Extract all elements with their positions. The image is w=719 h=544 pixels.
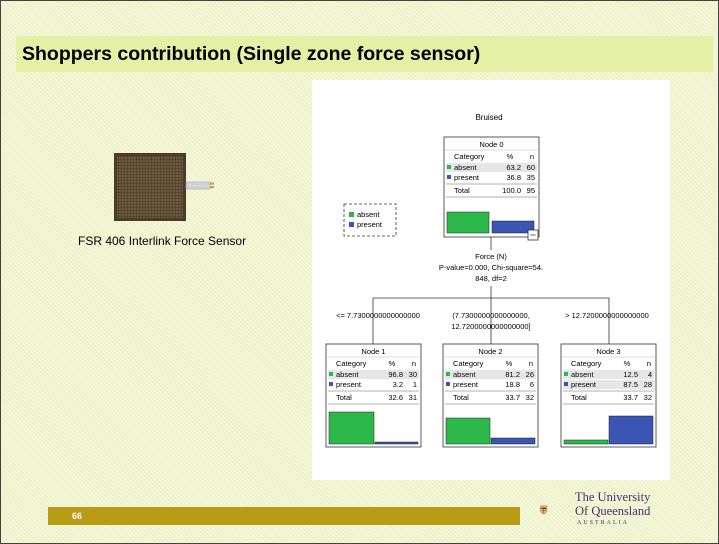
split-stats-line2: 848, df=2: [475, 274, 507, 283]
split-variable: Force (N): [475, 252, 507, 261]
row-total-n: 31: [409, 393, 417, 402]
header-category: Category: [453, 359, 484, 368]
uq-line1: The University: [575, 490, 651, 504]
row-present-pct: 36.8: [506, 173, 521, 182]
branch-label-2-line2: 12.7200000000000000]: [451, 322, 530, 331]
header-n: n: [529, 359, 533, 368]
row-present-n: 28: [644, 380, 652, 389]
bar-present: [491, 220, 535, 234]
node-id: Node 3: [596, 347, 620, 356]
bar-absent: [446, 211, 490, 234]
row-total-pct: 33.7: [505, 393, 520, 402]
row-total-label: Total: [336, 393, 352, 402]
row-absent-n: 60: [527, 163, 535, 172]
legend-present-swatch: [349, 222, 354, 227]
row-absent-pct: 96.8: [388, 370, 403, 379]
branch-label-1: <= 7.7300000000000000: [336, 311, 420, 320]
row-absent-pct: 81.2: [505, 370, 520, 379]
branch-label-2-line1: (7.7300000000000000,: [452, 311, 530, 320]
row-present-pct: 18.8: [505, 380, 520, 389]
header-pct: %: [506, 359, 513, 368]
row-absent-n: 30: [409, 370, 417, 379]
tree-connectors: [372, 237, 610, 344]
row-total-label: Total: [571, 393, 587, 402]
decision-tree: Bruised absent present Node 0 Category %…: [325, 113, 657, 448]
row-present-n: 6: [530, 380, 534, 389]
row-present-pct: 87.5: [623, 380, 638, 389]
header-n: n: [647, 359, 651, 368]
row-present-label: present: [454, 173, 480, 182]
split-stats-line1: P-value=0.000, Chi-square=54.: [439, 263, 543, 272]
page-number: 66: [72, 511, 83, 521]
row-absent-pct: 63.2: [506, 163, 521, 172]
tree-node-3: Node 3 Category % n absent 12.5 4 presen…: [560, 343, 657, 448]
header-pct: %: [507, 152, 514, 161]
row-present-n: 1: [413, 380, 417, 389]
row-present-label: present: [453, 380, 479, 389]
node-id: Node 2: [478, 347, 502, 356]
branch-label-3: > 12.7200000000000000: [565, 311, 649, 320]
legend-present-label: present: [357, 220, 383, 229]
header-n: n: [412, 359, 416, 368]
header-pct: %: [624, 359, 631, 368]
row-absent-n: 26: [526, 370, 534, 379]
bar-present: [490, 437, 536, 445]
row-total-label: Total: [453, 393, 469, 402]
uq-line2: Of Queensland: [575, 504, 651, 518]
sensor-caption: FSR 406 Interlink Force Sensor: [78, 234, 247, 248]
bar-absent: [445, 417, 491, 445]
title-bar: Shoppers contribution (Single zone force…: [16, 36, 713, 72]
row-total-pct: 100.0: [502, 186, 521, 195]
bar-absent: [563, 439, 609, 445]
tree-legend: absent present: [343, 203, 397, 237]
row-absent-label: absent: [454, 163, 477, 172]
uq-crest-icon: [540, 505, 548, 515]
header-category: Category: [454, 152, 485, 161]
bar-present: [608, 415, 654, 445]
tree-node-1: Node 1 Category % n absent 96.8 30 prese…: [325, 343, 422, 448]
header-category: Category: [336, 359, 367, 368]
tree-node-2: Node 2 Category % n absent 81.2 26 prese…: [442, 343, 539, 448]
row-present-label: present: [336, 380, 362, 389]
row-absent-label: absent: [571, 370, 594, 379]
row-total-n: 32: [526, 393, 534, 402]
footer-bar: 66: [48, 507, 520, 525]
row-total-n: 95: [527, 186, 535, 195]
header-category: Category: [571, 359, 602, 368]
force-sensor-image: [114, 153, 214, 221]
row-absent-label: absent: [336, 370, 359, 379]
header-n: n: [530, 152, 534, 161]
legend-absent-swatch: [349, 212, 354, 217]
row-present-label: present: [571, 380, 597, 389]
row-total-n: 32: [644, 393, 652, 402]
row-total-pct: 33.7: [623, 393, 638, 402]
row-total-pct: 32.6: [388, 393, 403, 402]
row-total-label: Total: [454, 186, 470, 195]
legend-absent-label: absent: [357, 210, 380, 219]
node-id: Node 0: [479, 140, 503, 149]
row-present-pct: 3.2: [393, 380, 403, 389]
row-absent-pct: 12.5: [623, 370, 638, 379]
tree-node-0: Node 0 Category % n absent 63.2 60 prese…: [443, 136, 540, 241]
bar-absent: [328, 411, 375, 445]
tree-title: Bruised: [475, 113, 502, 122]
row-absent-n: 4: [648, 370, 652, 379]
decision-tree-panel: Bruised absent present Node 0 Category %…: [312, 80, 670, 480]
slide-title: Shoppers contribution (Single zone force…: [22, 42, 481, 65]
uq-line3: AUSTRALIA: [577, 520, 629, 526]
bar-present: [374, 441, 419, 445]
row-present-n: 35: [527, 173, 535, 182]
row-absent-label: absent: [453, 370, 476, 379]
node-id: Node 1: [361, 347, 385, 356]
header-pct: %: [389, 359, 396, 368]
